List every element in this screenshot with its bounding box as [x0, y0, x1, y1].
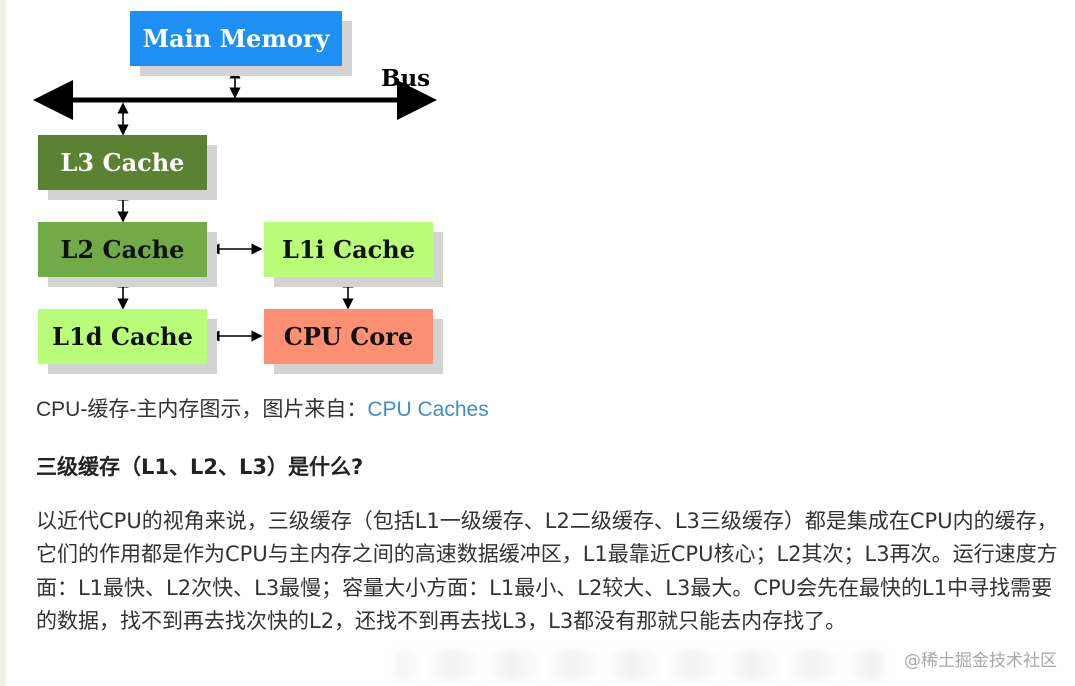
body-paragraph: 以近代CPU的视角来说，三级缓存（包括L1一级缓存、L2二级缓存、L3三级缓存）… [36, 509, 1058, 634]
left-margin-rule [0, 0, 6, 686]
caption-text: CPU-缓存-主内存图示，图片来自： [36, 398, 368, 421]
diagram-connectors [33, 67, 437, 342]
figure-caption: CPU-缓存-主内存图示，图片来自：CPU Caches [36, 393, 489, 423]
cpu-core-box: CPU Core [264, 309, 433, 364]
cpu-caches-link[interactable]: CPU Caches [367, 398, 489, 421]
l1i-cache-box: L1i Cache [264, 222, 433, 277]
l3-cache-box: L3 Cache [38, 135, 207, 190]
watermark: @稀土掘金技术社区 [904, 651, 1057, 671]
l2-cache-box: L2 Cache [38, 222, 207, 277]
blurred-overlay [395, 650, 885, 680]
l1d-cache-box: L1d Cache [38, 309, 207, 364]
main-memory-box: Main Memory [130, 11, 342, 66]
cpu-cache-diagram: Main Memory Bus L3 Cache L2 Cache L1i Ca… [30, 5, 460, 383]
section-heading: 三级缓存（L1、L2、L3）是什么? [36, 455, 364, 479]
bus-label: Bus [381, 65, 431, 92]
